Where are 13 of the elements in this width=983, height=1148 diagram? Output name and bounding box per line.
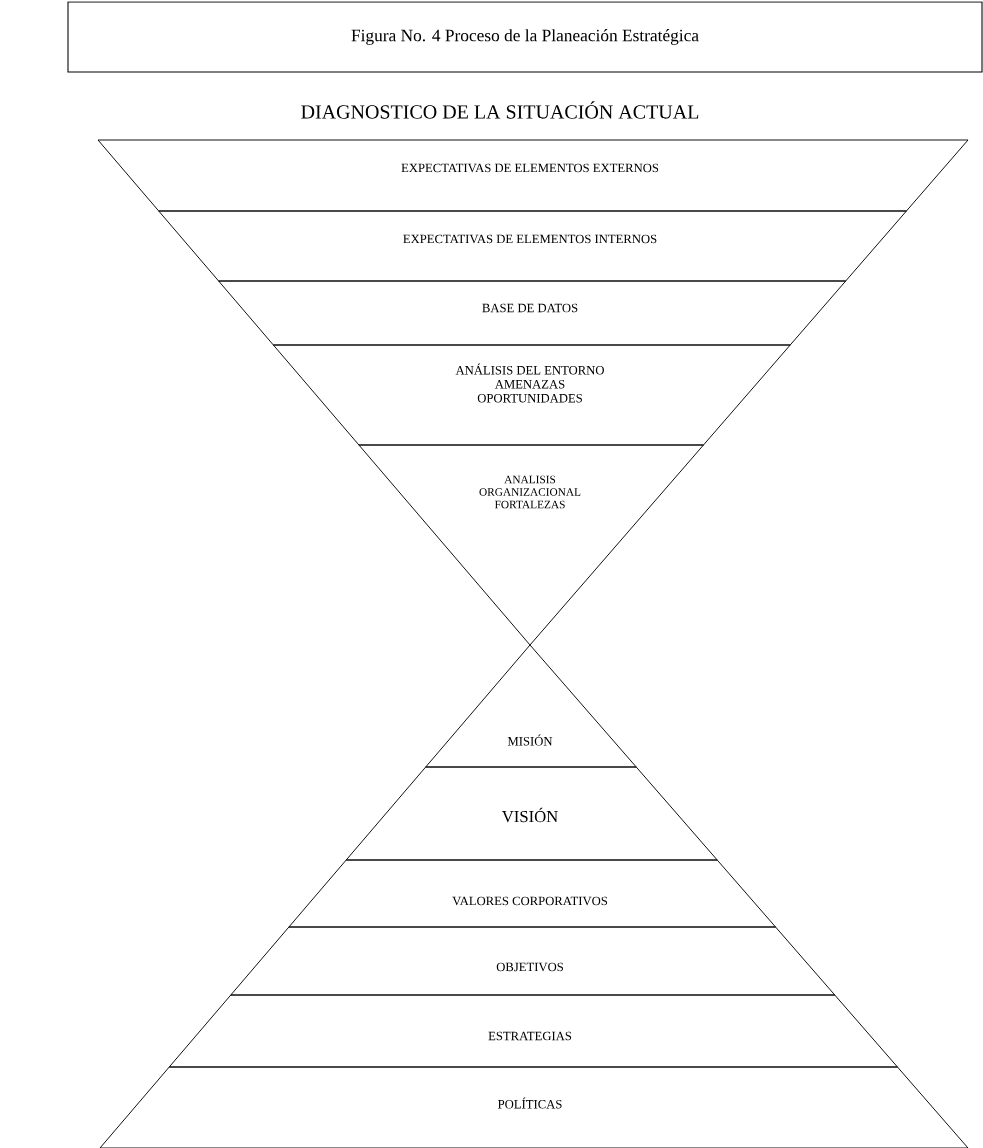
pyramid-tier: MISIÓN <box>425 644 637 768</box>
pyramid-tier: ESTRATEGIAS <box>168 994 898 1068</box>
pyramid-tier: POLÍTICAS <box>99 1066 969 1148</box>
title-box: Figura No. 4 Proceso de la Planeación Estratégica <box>67 1 983 73</box>
funnel-band: ANALISIS ORGANIZACIONAL FORTALEZAS <box>358 444 704 646</box>
funnel-band: BASE DE DATOS <box>218 280 847 346</box>
pyramid-tier: VALORES CORPORATIVOS <box>288 859 777 928</box>
funnel-band: ANÁLISIS DEL ENTORNO AMENAZAS OPORTUNIDADES <box>272 344 791 446</box>
funnel-band: EXPECTATIVAS DE ELEMENTOS INTERNOS <box>158 210 907 282</box>
section-heading: DIAGNOSTICO DE LA SITUACIÓN ACTUAL <box>301 101 699 119</box>
funnel-band: EXPECTATIVAS DE ELEMENTOS EXTERNOS <box>97 139 969 212</box>
pyramid-tier: OBJETIVOS <box>230 926 836 996</box>
pyramid-tier: VISIÓN <box>345 766 718 861</box>
